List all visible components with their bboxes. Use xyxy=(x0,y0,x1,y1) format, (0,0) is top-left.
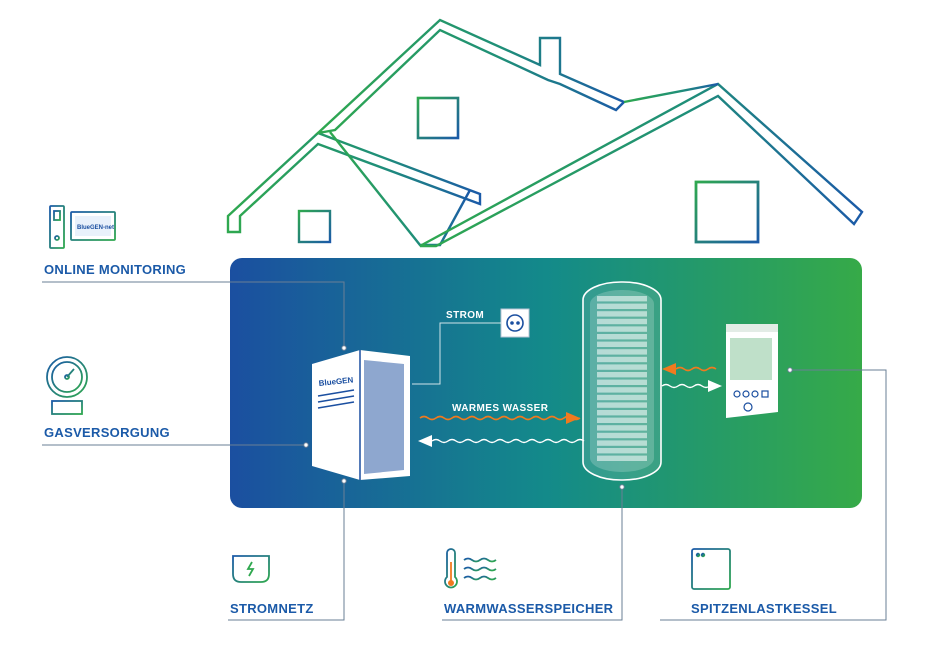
tank-slat xyxy=(597,341,647,347)
label-gasversorgung: GASVERSORGUNG xyxy=(44,425,170,440)
tank-slat xyxy=(597,326,647,332)
tank-slat xyxy=(597,356,647,363)
boiler-unit-icon xyxy=(691,548,731,590)
bluegen-device: BlueGEN xyxy=(312,350,410,480)
computer-monitor-icon xyxy=(49,205,116,249)
power-plug-icon xyxy=(232,543,270,590)
house-window-left xyxy=(297,209,332,244)
tank-slat xyxy=(597,372,647,378)
gas-connector-dot xyxy=(303,442,309,448)
house-window-top xyxy=(416,96,460,140)
hot-water-flow-line xyxy=(419,415,581,421)
thermometer-water-icon xyxy=(444,548,497,589)
tank-slat xyxy=(597,410,647,416)
monitor-logo: BlueGEN-net xyxy=(77,225,114,231)
label-spitzenlastkessel: SPITZENLASTKESSEL xyxy=(691,601,837,616)
peak-load-boiler xyxy=(726,324,778,418)
tank-slat xyxy=(597,402,647,408)
boiler-connector-dot xyxy=(787,367,793,373)
strom-connection-line xyxy=(412,322,501,385)
monitoring-connector-dot xyxy=(341,345,347,351)
cold-water-arrow xyxy=(418,435,432,447)
boiler-return-line xyxy=(661,383,711,389)
tank-slat xyxy=(597,296,647,302)
tank-slat xyxy=(597,432,647,439)
house-outline xyxy=(226,18,864,248)
warm-water-label: WARMES WASSER xyxy=(452,403,549,414)
tank-slat xyxy=(597,440,647,446)
boiler-hot-flow-line xyxy=(675,366,717,372)
tank-slat xyxy=(597,387,647,393)
tank-slat xyxy=(597,303,647,309)
label-warmwasserspeicher: WARMWASSERSPEICHER xyxy=(444,601,614,616)
boiler-connector xyxy=(660,369,887,621)
tank-slat xyxy=(597,318,647,325)
hot-water-arrow xyxy=(566,412,580,424)
monitoring-connector xyxy=(42,281,345,346)
tank-slat xyxy=(597,364,647,370)
tank-slat xyxy=(597,425,647,431)
label-stromnetz: STROMNETZ xyxy=(230,601,314,616)
stromnetz-connector xyxy=(228,482,345,621)
tank-stripes xyxy=(597,296,647,461)
tank-slat xyxy=(597,394,647,401)
device-logo: BlueGEN xyxy=(318,375,354,388)
tank-slat xyxy=(597,334,647,340)
boiler-hot-arrow xyxy=(662,363,676,375)
tank-slat xyxy=(597,455,647,461)
tank-slat xyxy=(597,379,647,385)
label-online-monitoring: ONLINE MONITORING xyxy=(44,262,187,277)
storage-connector xyxy=(442,488,623,621)
house-window-right xyxy=(694,180,760,244)
cold-water-return-line xyxy=(431,438,585,444)
tank-slat xyxy=(597,448,647,454)
stromnetz-connector-dot xyxy=(341,478,347,484)
power-socket-icon xyxy=(500,308,530,338)
storage-connector-dot xyxy=(619,484,625,490)
strom-label: STROM xyxy=(446,310,484,321)
gas-pressure-gauge-icon xyxy=(46,356,88,415)
boiler-return-arrow xyxy=(708,380,722,392)
tank-slat xyxy=(597,349,647,355)
tank-slat xyxy=(597,311,647,317)
tank-slat xyxy=(597,417,647,423)
